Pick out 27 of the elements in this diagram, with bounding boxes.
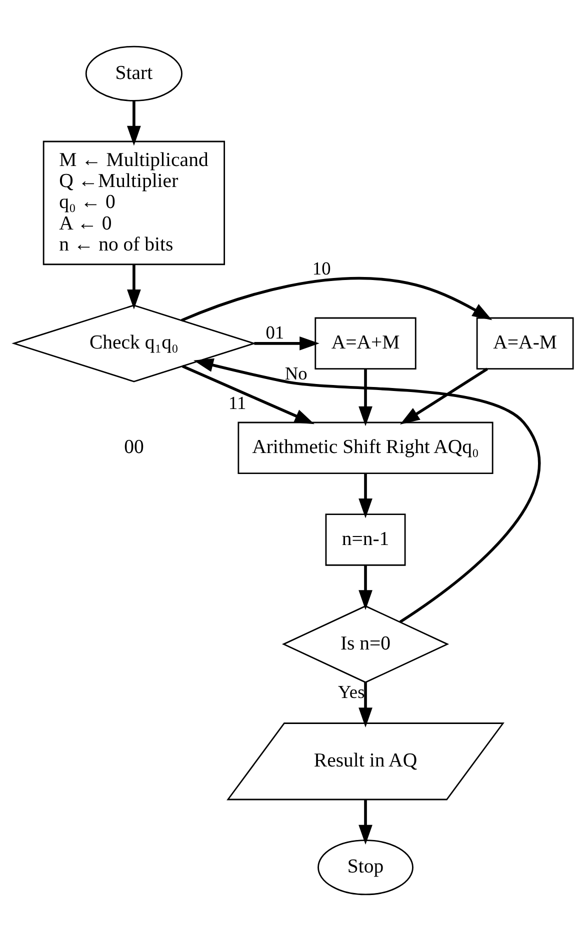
label: 00	[124, 436, 144, 458]
node-box: A=A+M	[314, 317, 416, 370]
edge-label: 10	[312, 258, 331, 278]
arrow	[358, 682, 372, 728]
arrow	[358, 565, 372, 610]
arrow	[358, 368, 372, 426]
arrow	[127, 264, 141, 310]
arrow	[358, 800, 372, 845]
edge-label: Yes	[338, 682, 365, 702]
node-ellipse: Stop	[318, 840, 414, 896]
edge-label: 11	[228, 392, 246, 413]
arrow	[254, 336, 320, 350]
arrow	[181, 276, 492, 322]
node-diamond: Check q₁q₀	[12, 304, 256, 382]
arrow	[358, 474, 372, 518]
node-box: A=A-M	[476, 317, 574, 370]
edge-label: No	[284, 364, 308, 384]
arrow	[194, 358, 540, 624]
arrow	[127, 100, 141, 146]
node-box: M ← Multiplicand Q ←Multiplier q₀ ← 0 A ← 0 n ← no of bits	[42, 140, 226, 266]
edge-label: 01	[266, 322, 284, 342]
node-box: Arithmetic Shift Right AQq₀	[238, 422, 494, 474]
node-diamond: Is n=0	[282, 605, 450, 684]
arrow	[400, 368, 488, 425]
node-box: n=n-1	[325, 514, 406, 566]
arrow	[182, 364, 314, 424]
node-ellipse: Start	[85, 46, 182, 102]
